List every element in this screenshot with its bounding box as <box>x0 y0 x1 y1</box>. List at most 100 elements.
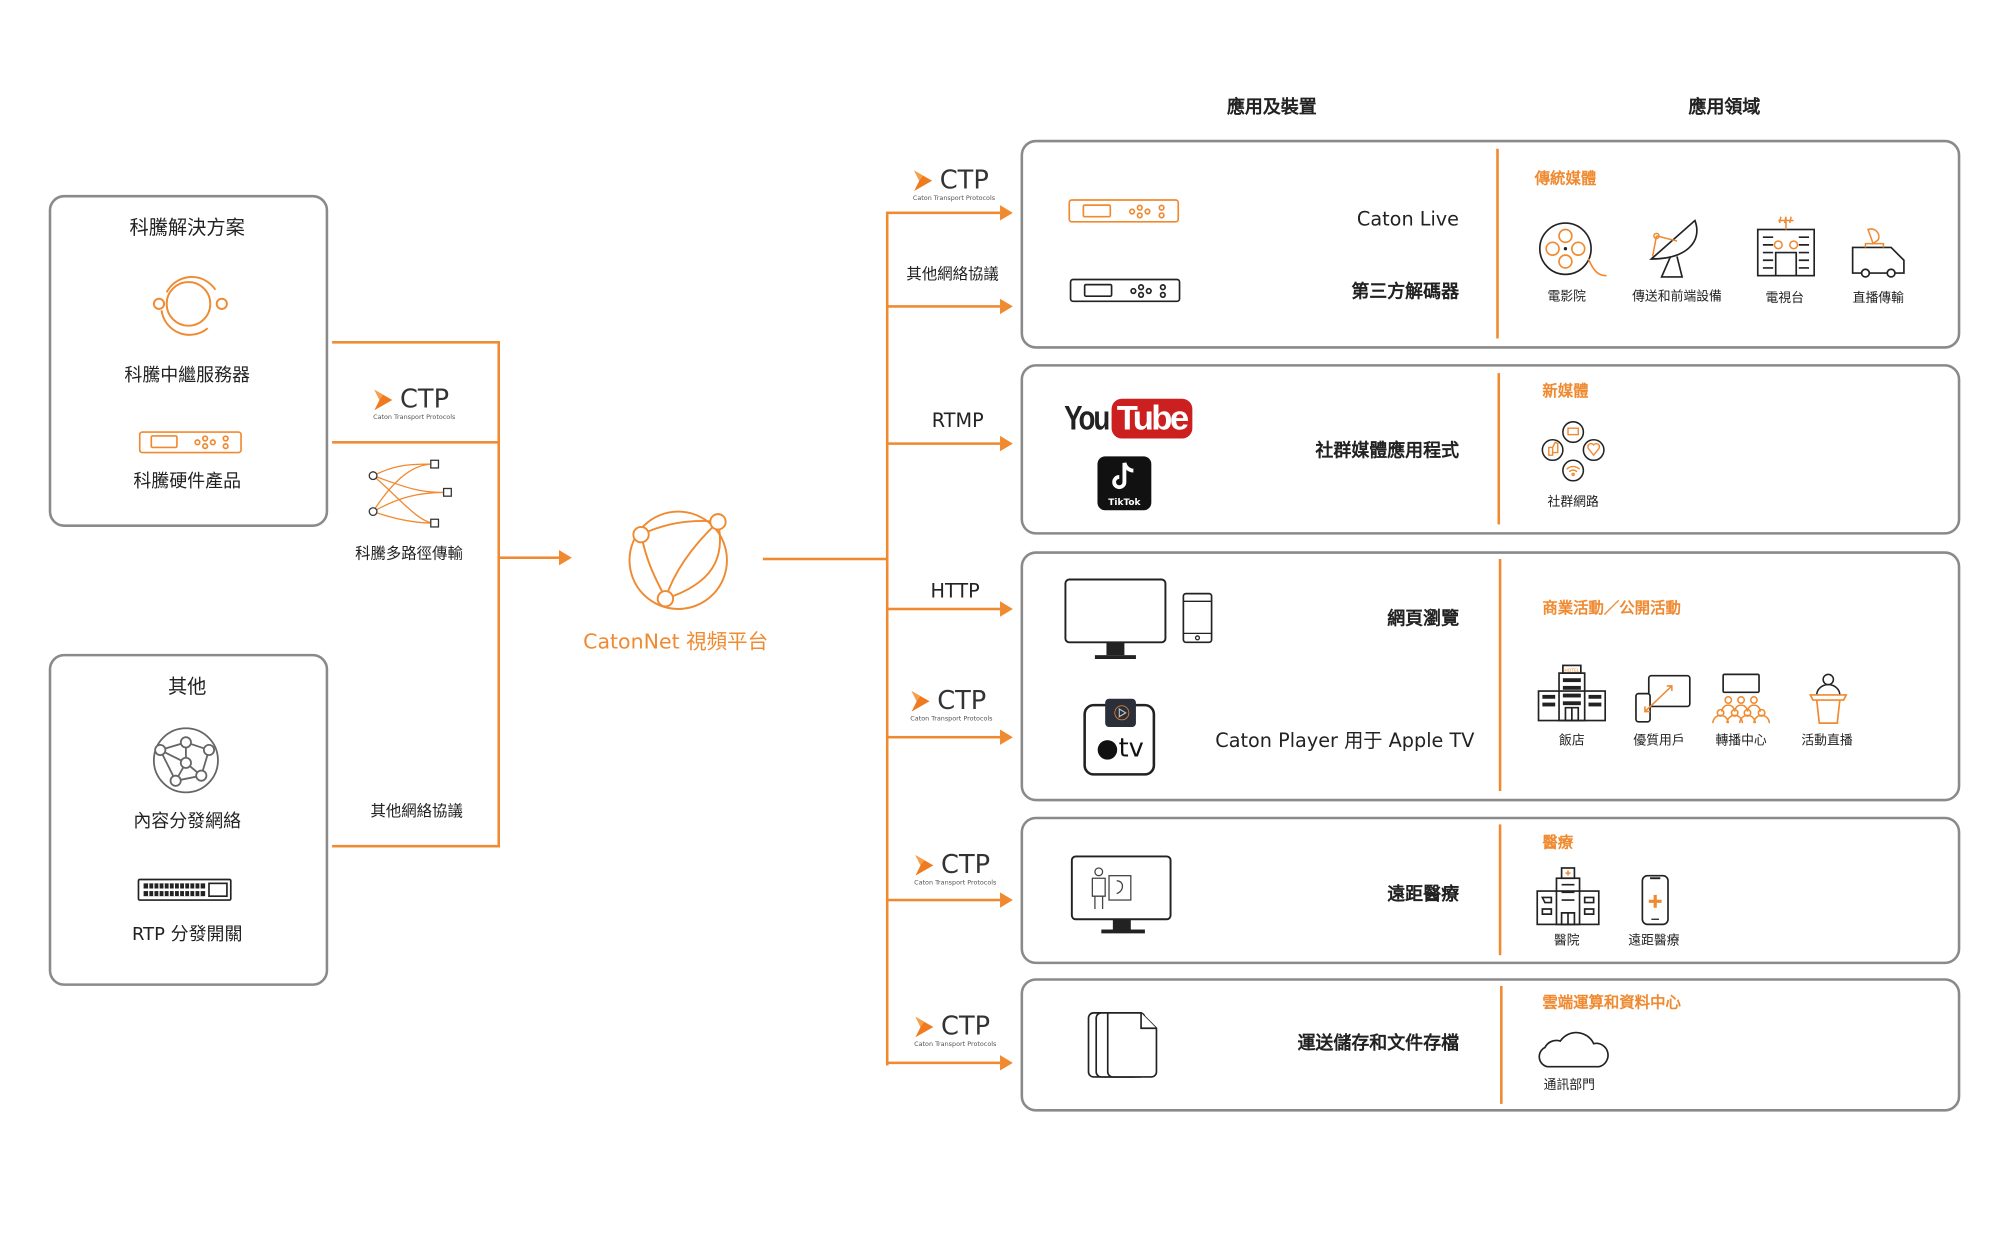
ctp-logo: CTP Caton Transport Protocols <box>914 1010 997 1049</box>
field-item: 電影院 <box>1547 290 1586 305</box>
connector-line <box>887 442 1001 445</box>
field-item: 遠距醫療 <box>1628 934 1680 949</box>
caton-player-icon <box>1105 698 1136 727</box>
connector-line <box>887 607 1001 611</box>
caton-solutions-title: 科騰解決方案 <box>129 216 245 240</box>
connector-line <box>887 1061 1001 1065</box>
cdn-network-icon <box>152 727 219 794</box>
ctp-logo: CTP Caton Transport Protocols <box>910 684 993 724</box>
monitor-icon <box>1064 578 1167 659</box>
connector-line <box>332 341 501 344</box>
hotel-sign: HOTEL <box>1564 668 1579 674</box>
field-item: 電視台 <box>1765 291 1804 306</box>
arrow-icon <box>1000 729 1013 745</box>
documents-icon <box>1087 1012 1158 1078</box>
relay-server-icon <box>152 276 228 336</box>
connector-line <box>887 898 1001 902</box>
cloud-icon <box>1538 1031 1609 1068</box>
category-title: 新媒體 <box>1542 382 1589 401</box>
connector-line <box>887 211 1001 215</box>
podium-speaker-icon <box>1808 673 1848 724</box>
music-note-icon <box>1112 462 1134 490</box>
platform-label: CatonNet 視頻平台 <box>583 629 769 654</box>
field-item: 傳送和前端設備 <box>1632 290 1722 305</box>
catonnet-globe-icon <box>628 510 728 610</box>
header-devices: 應用及裝置 <box>1226 97 1317 118</box>
arrow-icon <box>1000 205 1013 221</box>
connector-line <box>887 735 1001 739</box>
category-title: 商業活動／公開活動 <box>1542 598 1681 617</box>
category-title: 醫療 <box>1542 833 1574 852</box>
film-reel-icon <box>1538 222 1607 277</box>
decoder-device-icon <box>1069 278 1181 303</box>
arrow-icon <box>1000 435 1013 452</box>
ctp-mark-icon <box>915 855 934 876</box>
connector-line <box>497 341 501 848</box>
relay-server-label: 科騰中繼服務器 <box>124 365 251 386</box>
traditional-media-row <box>1020 139 1961 349</box>
divider <box>1500 985 1503 1104</box>
divider <box>1496 148 1499 339</box>
hotel-icon: HOTEL <box>1537 664 1607 722</box>
arrow-icon <box>1000 1055 1013 1071</box>
arrow-icon <box>1000 892 1013 908</box>
device-label: 遠距醫療 <box>1387 884 1460 906</box>
tiktok-logo: TikTok <box>1097 456 1152 511</box>
connector-line <box>332 441 501 444</box>
events-row <box>1020 551 1961 802</box>
apple-icon: ● <box>1096 732 1119 763</box>
ctp-mark-icon <box>914 170 933 192</box>
hardware-device-icon <box>138 431 242 454</box>
medical-row <box>1020 816 1961 965</box>
switch-label: RTP 分發開關 <box>131 924 243 945</box>
connector-line <box>885 211 889 1066</box>
caton-solutions-box <box>48 194 329 527</box>
connector-line <box>762 557 889 561</box>
divider <box>1498 558 1502 792</box>
ctp-logo: CTP Caton Transport Protocols <box>373 383 456 422</box>
multipath-label: 科騰多路徑傳輸 <box>355 544 463 563</box>
telemedicine-monitor-icon <box>1070 855 1172 934</box>
ctp-logo: CTP Caton Transport Protocols <box>914 848 997 888</box>
connector-line <box>887 305 1001 308</box>
header-fields: 應用領域 <box>1688 97 1761 118</box>
device-label: 運送儲存和文件存檔 <box>1297 1033 1460 1054</box>
field-item: 飯店 <box>1559 734 1585 749</box>
arrow-icon <box>1000 298 1013 315</box>
field-item: 直播傳輸 <box>1852 291 1904 306</box>
category-title: 傳統媒體 <box>1534 169 1597 188</box>
youtube-logo: You Tube <box>1064 395 1192 441</box>
other-protocols-label: 其他網絡協議 <box>370 801 463 820</box>
cdn-label: 內容分發網絡 <box>133 811 242 833</box>
connector-line <box>332 844 501 848</box>
protocol-label: RTMP <box>931 408 984 433</box>
multipath-icon <box>368 459 452 528</box>
cloud-row <box>1020 978 1961 1112</box>
device-label: Caton Live <box>1356 207 1460 231</box>
field-item: 轉播中心 <box>1715 734 1767 749</box>
telemedicine-phone-icon <box>1641 874 1669 926</box>
ctp-mark-icon <box>374 389 393 411</box>
device-label: 社群媒體應用程式 <box>1315 441 1460 462</box>
protocol-label: HTTP <box>930 579 980 603</box>
ctp-mark-icon <box>911 691 930 712</box>
field-item: 通訊部門 <box>1543 1078 1595 1093</box>
apple-tv-icon: ●tv <box>1083 698 1156 776</box>
divider <box>1497 373 1501 525</box>
ctp-mark-icon <box>915 1016 934 1038</box>
premium-users-icon <box>1635 674 1691 723</box>
divider <box>1498 824 1502 956</box>
field-item: 醫院 <box>1553 934 1580 949</box>
social-network-icon <box>1541 421 1605 482</box>
connector-line <box>498 556 559 559</box>
other-sources-box <box>48 653 329 986</box>
ctp-logo: CTP Caton Transport Protocols <box>912 164 996 203</box>
field-item: 社群網路 <box>1547 495 1599 510</box>
device-label: Caton Player 用于 Apple TV <box>1215 728 1475 752</box>
category-title: 雲端運算和資料中心 <box>1542 993 1681 1012</box>
arrow-icon <box>1000 601 1013 617</box>
new-media-row <box>1020 364 1961 535</box>
other-title: 其他 <box>167 675 207 699</box>
hardware-label: 科騰硬件產品 <box>133 471 242 493</box>
